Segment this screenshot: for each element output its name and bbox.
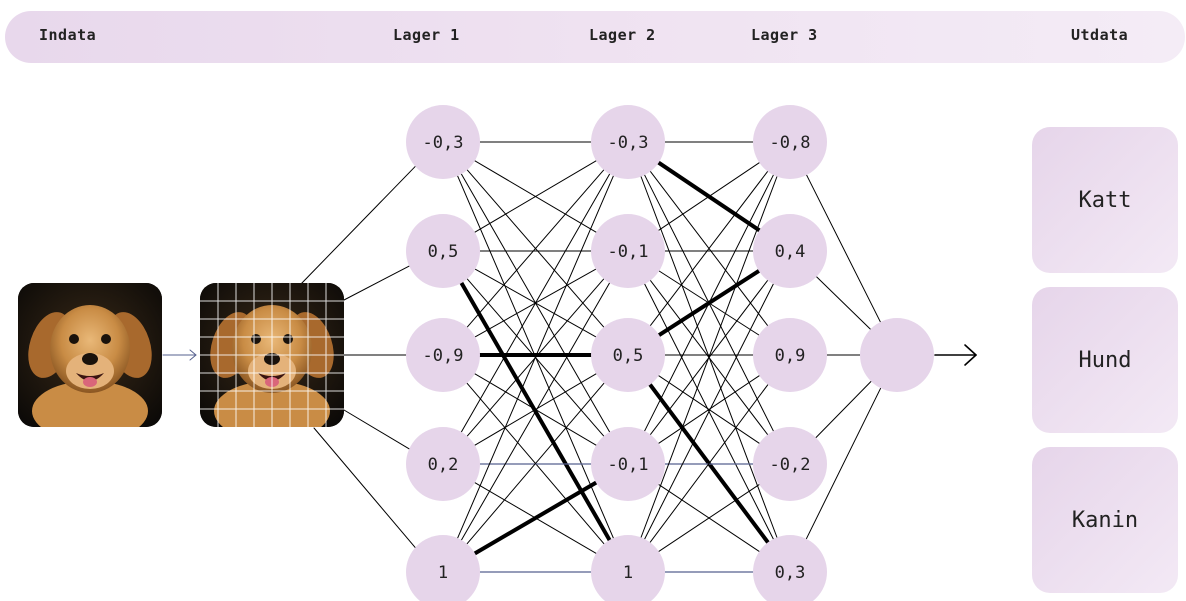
node-circle bbox=[591, 105, 665, 179]
edge-l1-3-2 bbox=[474, 373, 597, 446]
layer3-header: Lager 3 bbox=[751, 26, 818, 44]
node-value: -0,1 bbox=[608, 242, 649, 262]
node-l3-2: 0,9 bbox=[753, 318, 827, 392]
arrow-image-to-grid-head-a bbox=[189, 349, 197, 356]
edge-l2-4-2 bbox=[649, 384, 769, 543]
edge-l2-4-1 bbox=[644, 283, 774, 540]
node-l1-1: 0,5 bbox=[406, 214, 480, 288]
node-value: 0,5 bbox=[613, 346, 644, 366]
edge-l1-4-2 bbox=[466, 382, 605, 545]
output-class-hund: Hund bbox=[1032, 287, 1178, 433]
node-l3-0: -0,8 bbox=[753, 105, 827, 179]
node-l3-1: 0,4 bbox=[753, 214, 827, 288]
node-circle bbox=[406, 318, 480, 392]
node-circle bbox=[753, 105, 827, 179]
layer1-header: Lager 1 bbox=[393, 26, 460, 44]
node-circle bbox=[591, 427, 665, 501]
node-circle bbox=[406, 105, 480, 179]
node-l2-4: 1 bbox=[591, 535, 665, 601]
arrow-right-icon-head-b bbox=[964, 354, 977, 366]
edge-l3-out-1 bbox=[816, 276, 871, 330]
edge-l2-2-0 bbox=[649, 170, 769, 327]
node-value: -0,8 bbox=[770, 133, 811, 153]
node-l2-1: -0,1 bbox=[591, 214, 665, 288]
edge-l3-out-4 bbox=[805, 387, 882, 540]
edge-l2-4-3 bbox=[658, 484, 760, 552]
edge-l2-1-0 bbox=[658, 162, 760, 231]
edge-image-l1-4 bbox=[313, 427, 416, 549]
edge-image-l1-3 bbox=[343, 409, 411, 450]
edge-l1-4-0 bbox=[457, 175, 614, 539]
output-node bbox=[860, 318, 934, 392]
node-circle bbox=[591, 318, 665, 392]
arrow-image-to-grid-head-b bbox=[189, 354, 197, 361]
node-value: -0,9 bbox=[423, 346, 464, 366]
node-l1-4: 1 bbox=[406, 535, 480, 601]
dog-photo-grid-icon bbox=[200, 283, 344, 427]
dog-photo-icon bbox=[18, 283, 162, 427]
gridded-dog-image bbox=[200, 283, 344, 427]
node-l3-4: 0,3 bbox=[753, 535, 827, 601]
node-value: -0,1 bbox=[608, 455, 649, 475]
node-circle bbox=[406, 535, 480, 601]
arrow-right-icon-head-a bbox=[964, 344, 977, 356]
edge-l3-out-0 bbox=[806, 174, 881, 323]
edge-l2-4-0 bbox=[640, 176, 778, 538]
edge-l1-1-0 bbox=[474, 160, 597, 233]
node-circle bbox=[753, 318, 827, 392]
edge-l1-4-3 bbox=[472, 480, 599, 556]
node-value: 0,5 bbox=[428, 242, 459, 262]
node-circle bbox=[753, 427, 827, 501]
edge-l2-3-2 bbox=[658, 375, 760, 444]
node-value: 1 bbox=[623, 563, 633, 583]
output-class-katt: Katt bbox=[1032, 127, 1178, 273]
node-value: 0,9 bbox=[775, 346, 806, 366]
edge-l1-3-0 bbox=[460, 173, 611, 433]
edge-l3-out-3 bbox=[815, 380, 872, 439]
input-dog-image bbox=[18, 283, 162, 427]
node-value: 0,4 bbox=[775, 242, 806, 262]
output-header: Utdata bbox=[1071, 26, 1129, 44]
node-l2-0: -0,3 bbox=[591, 105, 665, 179]
edge-image-l1-1 bbox=[343, 265, 411, 301]
node-circle bbox=[591, 214, 665, 288]
edge-image-l1-0 bbox=[299, 165, 416, 286]
input-header: Indata bbox=[39, 26, 97, 44]
header-bar bbox=[5, 11, 1185, 63]
output-class-kanin: Kanin bbox=[1032, 447, 1178, 593]
node-circle bbox=[406, 427, 480, 501]
node-circle bbox=[753, 535, 827, 601]
pixel-grid bbox=[200, 283, 344, 427]
node-l1-2: -0,9 bbox=[406, 318, 480, 392]
node-circle bbox=[406, 214, 480, 288]
edge-l1-2-0 bbox=[466, 169, 605, 328]
edge-group bbox=[162, 141, 977, 573]
node-circle bbox=[591, 535, 665, 601]
node-l1-3: 0,2 bbox=[406, 427, 480, 501]
node-value: -0,3 bbox=[608, 133, 649, 153]
node-l2-2: 0,5 bbox=[591, 318, 665, 392]
node-value: 0,2 bbox=[428, 455, 459, 475]
node-value: 1 bbox=[438, 563, 448, 583]
node-group: -0,3 0,5 -0,9 0,2 1 -0,3 -0,1 0,5 -0,1 1 -0,8 0,4 0,… bbox=[406, 105, 934, 601]
layer2-header: Lager 2 bbox=[589, 26, 656, 44]
node-l1-0: -0,3 bbox=[406, 105, 480, 179]
node-l2-3: -0,1 bbox=[591, 427, 665, 501]
node-value: -0,3 bbox=[423, 133, 464, 153]
node-l3-3: -0,2 bbox=[753, 427, 827, 501]
node-value: 0,3 bbox=[775, 563, 806, 583]
node-circle bbox=[753, 214, 827, 288]
edge-l2-3-0 bbox=[644, 174, 774, 432]
edge-l1-4-1 bbox=[460, 282, 611, 541]
node-value: -0,2 bbox=[770, 455, 811, 475]
